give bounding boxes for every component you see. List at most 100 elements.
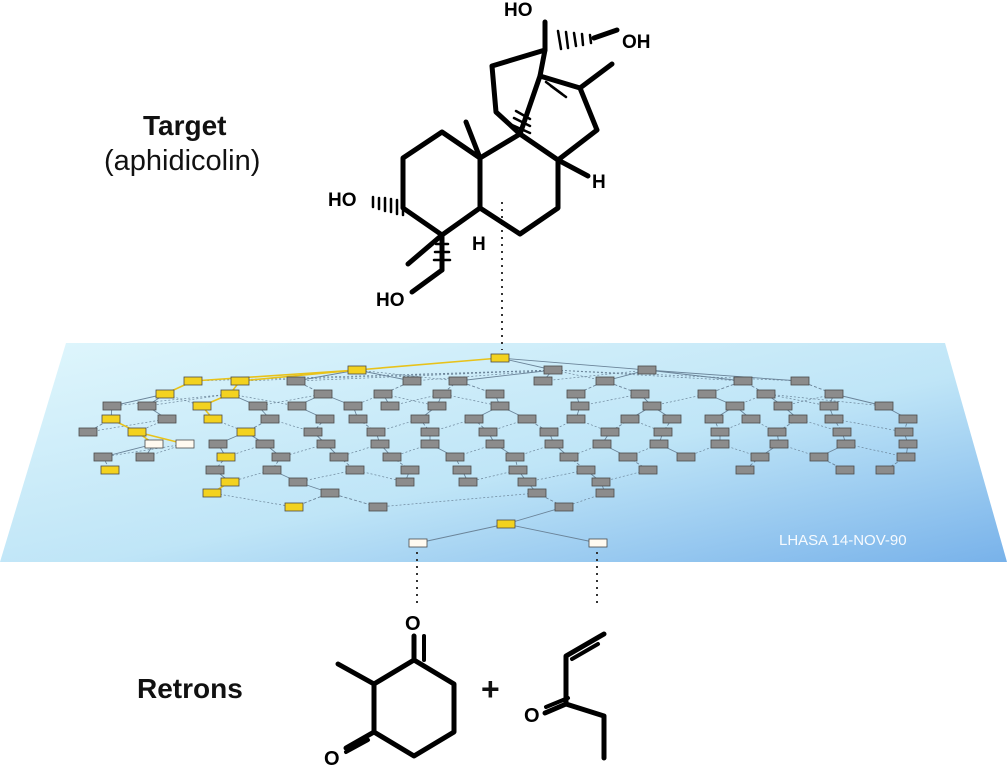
tree-node bbox=[566, 389, 586, 399]
tree-node bbox=[630, 389, 650, 399]
tree-node bbox=[313, 389, 333, 399]
tree-node bbox=[620, 414, 640, 424]
tree-node bbox=[420, 439, 440, 449]
tree-node bbox=[410, 414, 430, 424]
tree-node bbox=[638, 465, 658, 475]
tree-edge bbox=[211, 492, 295, 508]
tree-node bbox=[137, 401, 157, 411]
tree-node bbox=[824, 414, 844, 424]
tree-node bbox=[329, 452, 349, 462]
ethyl-vinyl-ketone-structure bbox=[542, 631, 607, 761]
enone-double-bonds bbox=[544, 642, 600, 709]
tree-node bbox=[102, 401, 122, 411]
tree-node bbox=[637, 365, 657, 375]
tree-edge bbox=[457, 369, 554, 382]
tree-node-highlighted bbox=[192, 401, 212, 411]
tree-node bbox=[260, 414, 280, 424]
retrons-title: Retrons bbox=[137, 673, 243, 704]
target-title: Target bbox=[143, 110, 227, 141]
tree-node-highlighted bbox=[127, 427, 147, 437]
tree-node bbox=[788, 414, 808, 424]
tree-node-highlighted bbox=[236, 427, 256, 437]
dione-carbonyls bbox=[344, 634, 426, 754]
tree-node bbox=[835, 465, 855, 475]
tree-node bbox=[539, 427, 559, 437]
tree-edge bbox=[295, 369, 554, 382]
tree-node bbox=[725, 401, 745, 411]
tree-node bbox=[255, 439, 275, 449]
tree-node bbox=[382, 452, 402, 462]
tree-node bbox=[478, 427, 498, 437]
tree-node bbox=[697, 389, 717, 399]
tree-node bbox=[676, 452, 696, 462]
tree-node bbox=[78, 427, 98, 437]
tree-node bbox=[432, 389, 452, 399]
tree-node bbox=[750, 452, 770, 462]
tree-node-highlighted bbox=[101, 414, 121, 424]
tree-node bbox=[348, 414, 368, 424]
tree-node bbox=[485, 389, 505, 399]
tree-edge bbox=[377, 492, 538, 508]
tree-edge bbox=[499, 357, 648, 371]
tree-edge bbox=[225, 443, 266, 458]
label-ho-bottom: HO bbox=[376, 290, 405, 311]
tree-node bbox=[832, 427, 852, 437]
tree-node bbox=[710, 427, 730, 437]
tree-node bbox=[262, 465, 282, 475]
tree-node-highlighted bbox=[155, 389, 175, 399]
tree-node bbox=[157, 414, 177, 424]
tree-edge bbox=[297, 469, 356, 483]
label-ho-left: HO bbox=[328, 190, 357, 211]
tree-node bbox=[458, 477, 478, 487]
tree-edge bbox=[627, 456, 649, 471]
dotted-connectors bbox=[416, 202, 598, 606]
tree-node bbox=[508, 465, 528, 475]
tree-node bbox=[400, 465, 420, 475]
tree-node bbox=[773, 401, 793, 411]
tree-node bbox=[767, 427, 787, 437]
tree-edge bbox=[514, 443, 555, 458]
tree-node bbox=[448, 376, 468, 386]
tree-node bbox=[135, 452, 155, 462]
tree-node bbox=[790, 376, 810, 386]
tree-node bbox=[370, 439, 390, 449]
hashed-wedge-bonds bbox=[371, 29, 593, 262]
tree-edge bbox=[609, 418, 631, 433]
tree-node-highlighted bbox=[202, 488, 222, 498]
tree-edge bbox=[505, 506, 565, 525]
tree-node bbox=[618, 452, 638, 462]
tree-node bbox=[595, 488, 615, 498]
tree-node bbox=[735, 465, 755, 475]
tree-node bbox=[566, 414, 586, 424]
tree-edge bbox=[338, 443, 381, 458]
tree-node bbox=[368, 502, 388, 512]
tree-node bbox=[316, 439, 336, 449]
tree-node bbox=[710, 439, 730, 449]
tree-edge bbox=[646, 369, 744, 382]
plus-sign: + bbox=[481, 671, 500, 707]
tree-node bbox=[544, 439, 564, 449]
label-o-dione-bottom: O bbox=[324, 748, 340, 770]
tree-node-highlighted bbox=[490, 353, 510, 363]
tree-node bbox=[819, 401, 839, 411]
tree-edge bbox=[257, 393, 324, 407]
tree-edge bbox=[542, 369, 648, 382]
tree-node-highlighted bbox=[220, 477, 240, 487]
target-subtitle: (aphidicolin) bbox=[104, 145, 261, 177]
tree-node bbox=[271, 452, 291, 462]
label-ho-top: HO bbox=[504, 0, 533, 21]
tree-node-retron bbox=[175, 439, 195, 449]
tree-edge bbox=[411, 369, 554, 382]
tree-node bbox=[485, 439, 505, 449]
path-edge bbox=[356, 357, 501, 371]
tree-edge bbox=[146, 393, 231, 407]
tree-edge bbox=[441, 393, 501, 407]
tree-edge bbox=[646, 369, 801, 382]
tree-edge bbox=[87, 418, 168, 433]
tree-node bbox=[395, 477, 415, 487]
tree-node bbox=[642, 401, 662, 411]
tree-node bbox=[303, 427, 323, 437]
tree-node bbox=[402, 376, 422, 386]
tree-node bbox=[559, 452, 579, 462]
